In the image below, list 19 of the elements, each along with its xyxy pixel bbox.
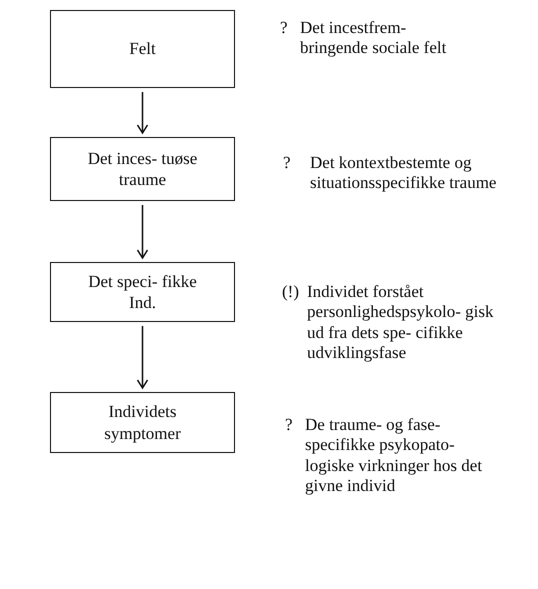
status-mark: ? xyxy=(280,18,289,38)
status-mark: ? xyxy=(285,415,294,436)
box-label: Det inces- tuøse traume xyxy=(88,148,198,190)
note-text: Det incestfrem- bringende sociale felt xyxy=(300,18,448,59)
note-text: Individet forstået personlighedspsykolo- gisk ud fra dets spe- cifikke udviklingsfase xyxy=(307,282,495,364)
status-mark: (!) xyxy=(282,282,300,302)
process-box xyxy=(50,262,235,322)
note-text: Det kontextbestemte og situationsspecifikke traume xyxy=(310,153,498,194)
arrow xyxy=(136,205,148,259)
process-box xyxy=(50,392,235,453)
process-box xyxy=(50,137,235,201)
process-box xyxy=(50,10,235,88)
note-text: De traume- og fase- specifikke psykopato- logiske virkninger hos det givne individ xyxy=(305,415,484,497)
arrow xyxy=(136,326,148,389)
box-label: Det speci- fikke Ind. xyxy=(88,270,198,314)
status-mark: ? xyxy=(283,153,292,174)
box-label: Felt xyxy=(128,38,157,60)
arrow xyxy=(136,92,148,134)
box-label: Individets symptomer xyxy=(103,401,182,444)
